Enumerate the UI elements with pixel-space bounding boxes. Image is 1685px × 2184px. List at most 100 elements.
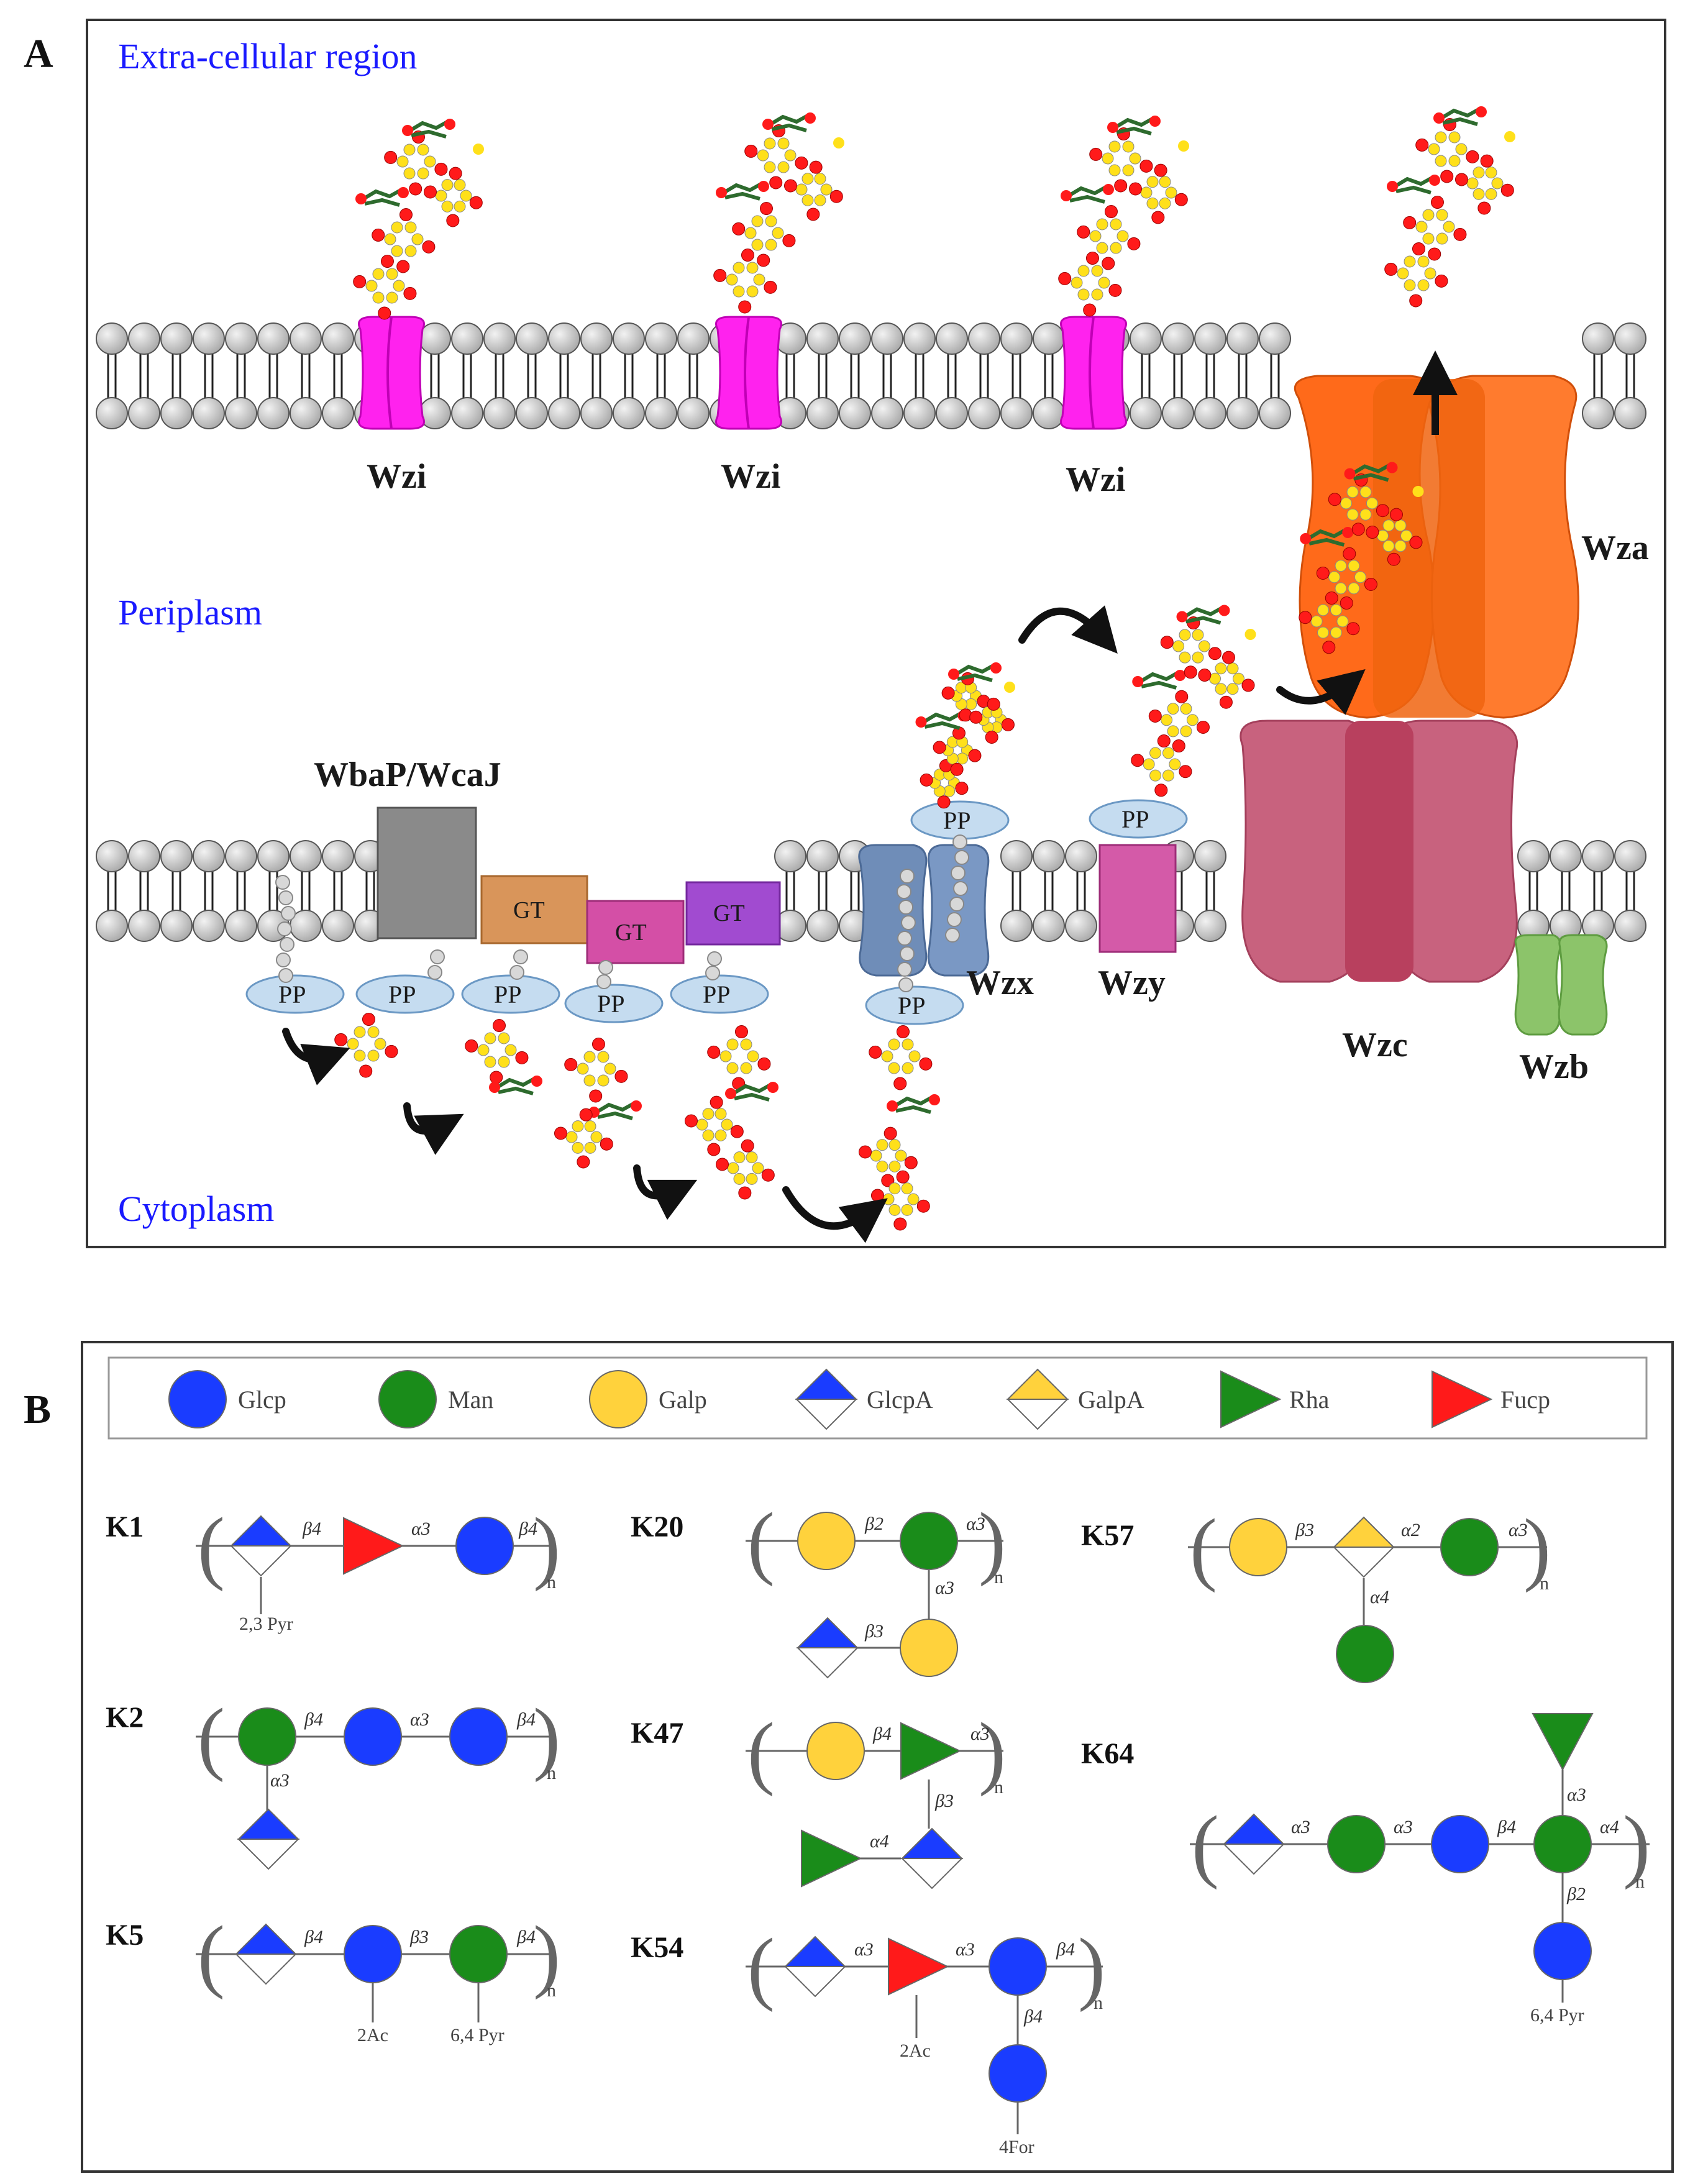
substituent: 6,4 Pyr <box>450 2025 505 2045</box>
extracellular-label: Extra-cellular region <box>118 36 417 76</box>
repeat-bracket-open: ( <box>1190 1502 1217 1593</box>
pp-carrier-1: PP <box>245 974 345 1014</box>
svg-text:PP: PP <box>898 992 926 1020</box>
capsular-polysaccharide-units <box>334 106 1515 1231</box>
repeat-bracket-close: ) <box>1523 1502 1551 1593</box>
linkage: α4 <box>1600 1817 1619 1837</box>
svg-text:PP: PP <box>703 980 731 1008</box>
panel-b-frame <box>81 1341 1674 2173</box>
linkage: β4 <box>518 1519 537 1539</box>
linkage: α3 <box>1291 1817 1310 1837</box>
wzi-protein-1 <box>358 316 425 430</box>
wzx-protein <box>858 844 990 977</box>
legend-item-man: Man <box>378 1370 493 1428</box>
linkage: β4 <box>1497 1817 1516 1837</box>
svg-text:PP: PP <box>1121 805 1149 833</box>
pp-carrier-5: PP <box>670 974 769 1014</box>
wza-label: Wza <box>1581 529 1649 567</box>
gt-enzyme-2: GT <box>586 900 685 964</box>
periplasm-label: Periplasm <box>118 592 262 633</box>
linkage: α3 <box>935 1578 954 1598</box>
repeat-n: n <box>994 1567 1003 1588</box>
process-arrows <box>282 605 1366 1243</box>
wzx-label: Wzx <box>966 964 1034 1002</box>
wzi-label-3: Wzi <box>1066 460 1125 499</box>
pp-carrier-2: PP <box>355 974 455 1014</box>
linkage: β4 <box>872 1724 892 1744</box>
linkage: β3 <box>864 1621 884 1642</box>
wbap-protein <box>377 806 477 939</box>
pp-carrier-3: PP <box>461 974 560 1014</box>
linkage: β4 <box>1023 2006 1043 2027</box>
legend-label: Man <box>448 1386 493 1414</box>
svg-text:PP: PP <box>278 980 306 1008</box>
repeat-bracket-close: ) <box>979 1706 1006 1797</box>
repeat-n: n <box>1094 1993 1103 2013</box>
svg-text:PP: PP <box>597 990 625 1018</box>
legend-label: GlcpA <box>867 1386 933 1414</box>
wzb-protein <box>1514 934 1608 1036</box>
glycan-name: K57 <box>1081 1519 1134 1552</box>
wzc-label: Wzc <box>1342 1026 1408 1064</box>
linkage: β4 <box>516 1927 536 1947</box>
wzi-label-1: Wzi <box>367 457 426 496</box>
legend-box <box>107 1356 1648 1440</box>
wzi-label-2: Wzi <box>721 457 780 496</box>
linkage: α3 <box>1567 1784 1586 1805</box>
linkage: α3 <box>1394 1817 1413 1837</box>
wzc-protein <box>1240 720 1518 983</box>
panel-a-letter: A <box>24 31 53 76</box>
legend-item-glcp: Glcp <box>168 1370 286 1428</box>
glycan-name: K20 <box>631 1510 683 1543</box>
legend-item-galpa: GalpA <box>1006 1368 1144 1430</box>
glycan-name: K47 <box>631 1717 683 1750</box>
linkage: β3 <box>934 1791 954 1811</box>
panel-a-frame <box>86 19 1666 1248</box>
legend-label: Fucp <box>1500 1386 1550 1414</box>
linkage: β4 <box>1056 1939 1075 1960</box>
repeat-bracket-close: ) <box>533 1909 560 2000</box>
linkage: β2 <box>1566 1884 1586 1904</box>
repeat-bracket-close: ) <box>979 1496 1006 1587</box>
linkage: α3 <box>854 1939 874 1960</box>
pp-carrier-7: PP <box>910 800 1010 840</box>
linkage: α3 <box>410 1709 429 1730</box>
glycan-name: K54 <box>631 1931 683 1964</box>
glycan-name: K1 <box>106 1510 144 1543</box>
glycan-name: K2 <box>106 1701 144 1734</box>
svg-text:GT: GT <box>513 897 545 923</box>
linkage: β3 <box>409 1927 429 1947</box>
repeat-bracket-open: ( <box>198 1691 225 1783</box>
linkage: α4 <box>1370 1587 1389 1607</box>
legend-label: Glcp <box>238 1386 286 1414</box>
repeat-n: n <box>547 1763 556 1783</box>
pp-carrier-8: PP <box>1089 799 1188 839</box>
repeat-n: n <box>547 1572 556 1592</box>
legend-item-fucp: Fucp <box>1432 1370 1550 1428</box>
svg-text:GT: GT <box>615 920 647 946</box>
repeat-bracket-open: ( <box>198 1501 225 1592</box>
legend-item-rha: Rha <box>1220 1370 1330 1428</box>
linkage: α3 <box>970 1724 990 1744</box>
repeat-bracket-open: ( <box>1192 1799 1219 1890</box>
repeat-bracket-open: ( <box>198 1909 225 2000</box>
pp-carrier-4: PP <box>564 984 664 1023</box>
repeat-bracket-close: ) <box>533 1691 560 1783</box>
wzi-protein-2 <box>715 316 782 430</box>
linkage: α3 <box>270 1770 290 1791</box>
repeat-bracket-open: ( <box>747 1496 775 1587</box>
linkage: β4 <box>304 1709 323 1730</box>
repeat-bracket-open: ( <box>747 1706 775 1797</box>
substituent: 2Ac <box>900 2040 931 2061</box>
glycan-name: K64 <box>1081 1737 1134 1770</box>
linkage: α2 <box>1401 1520 1420 1540</box>
